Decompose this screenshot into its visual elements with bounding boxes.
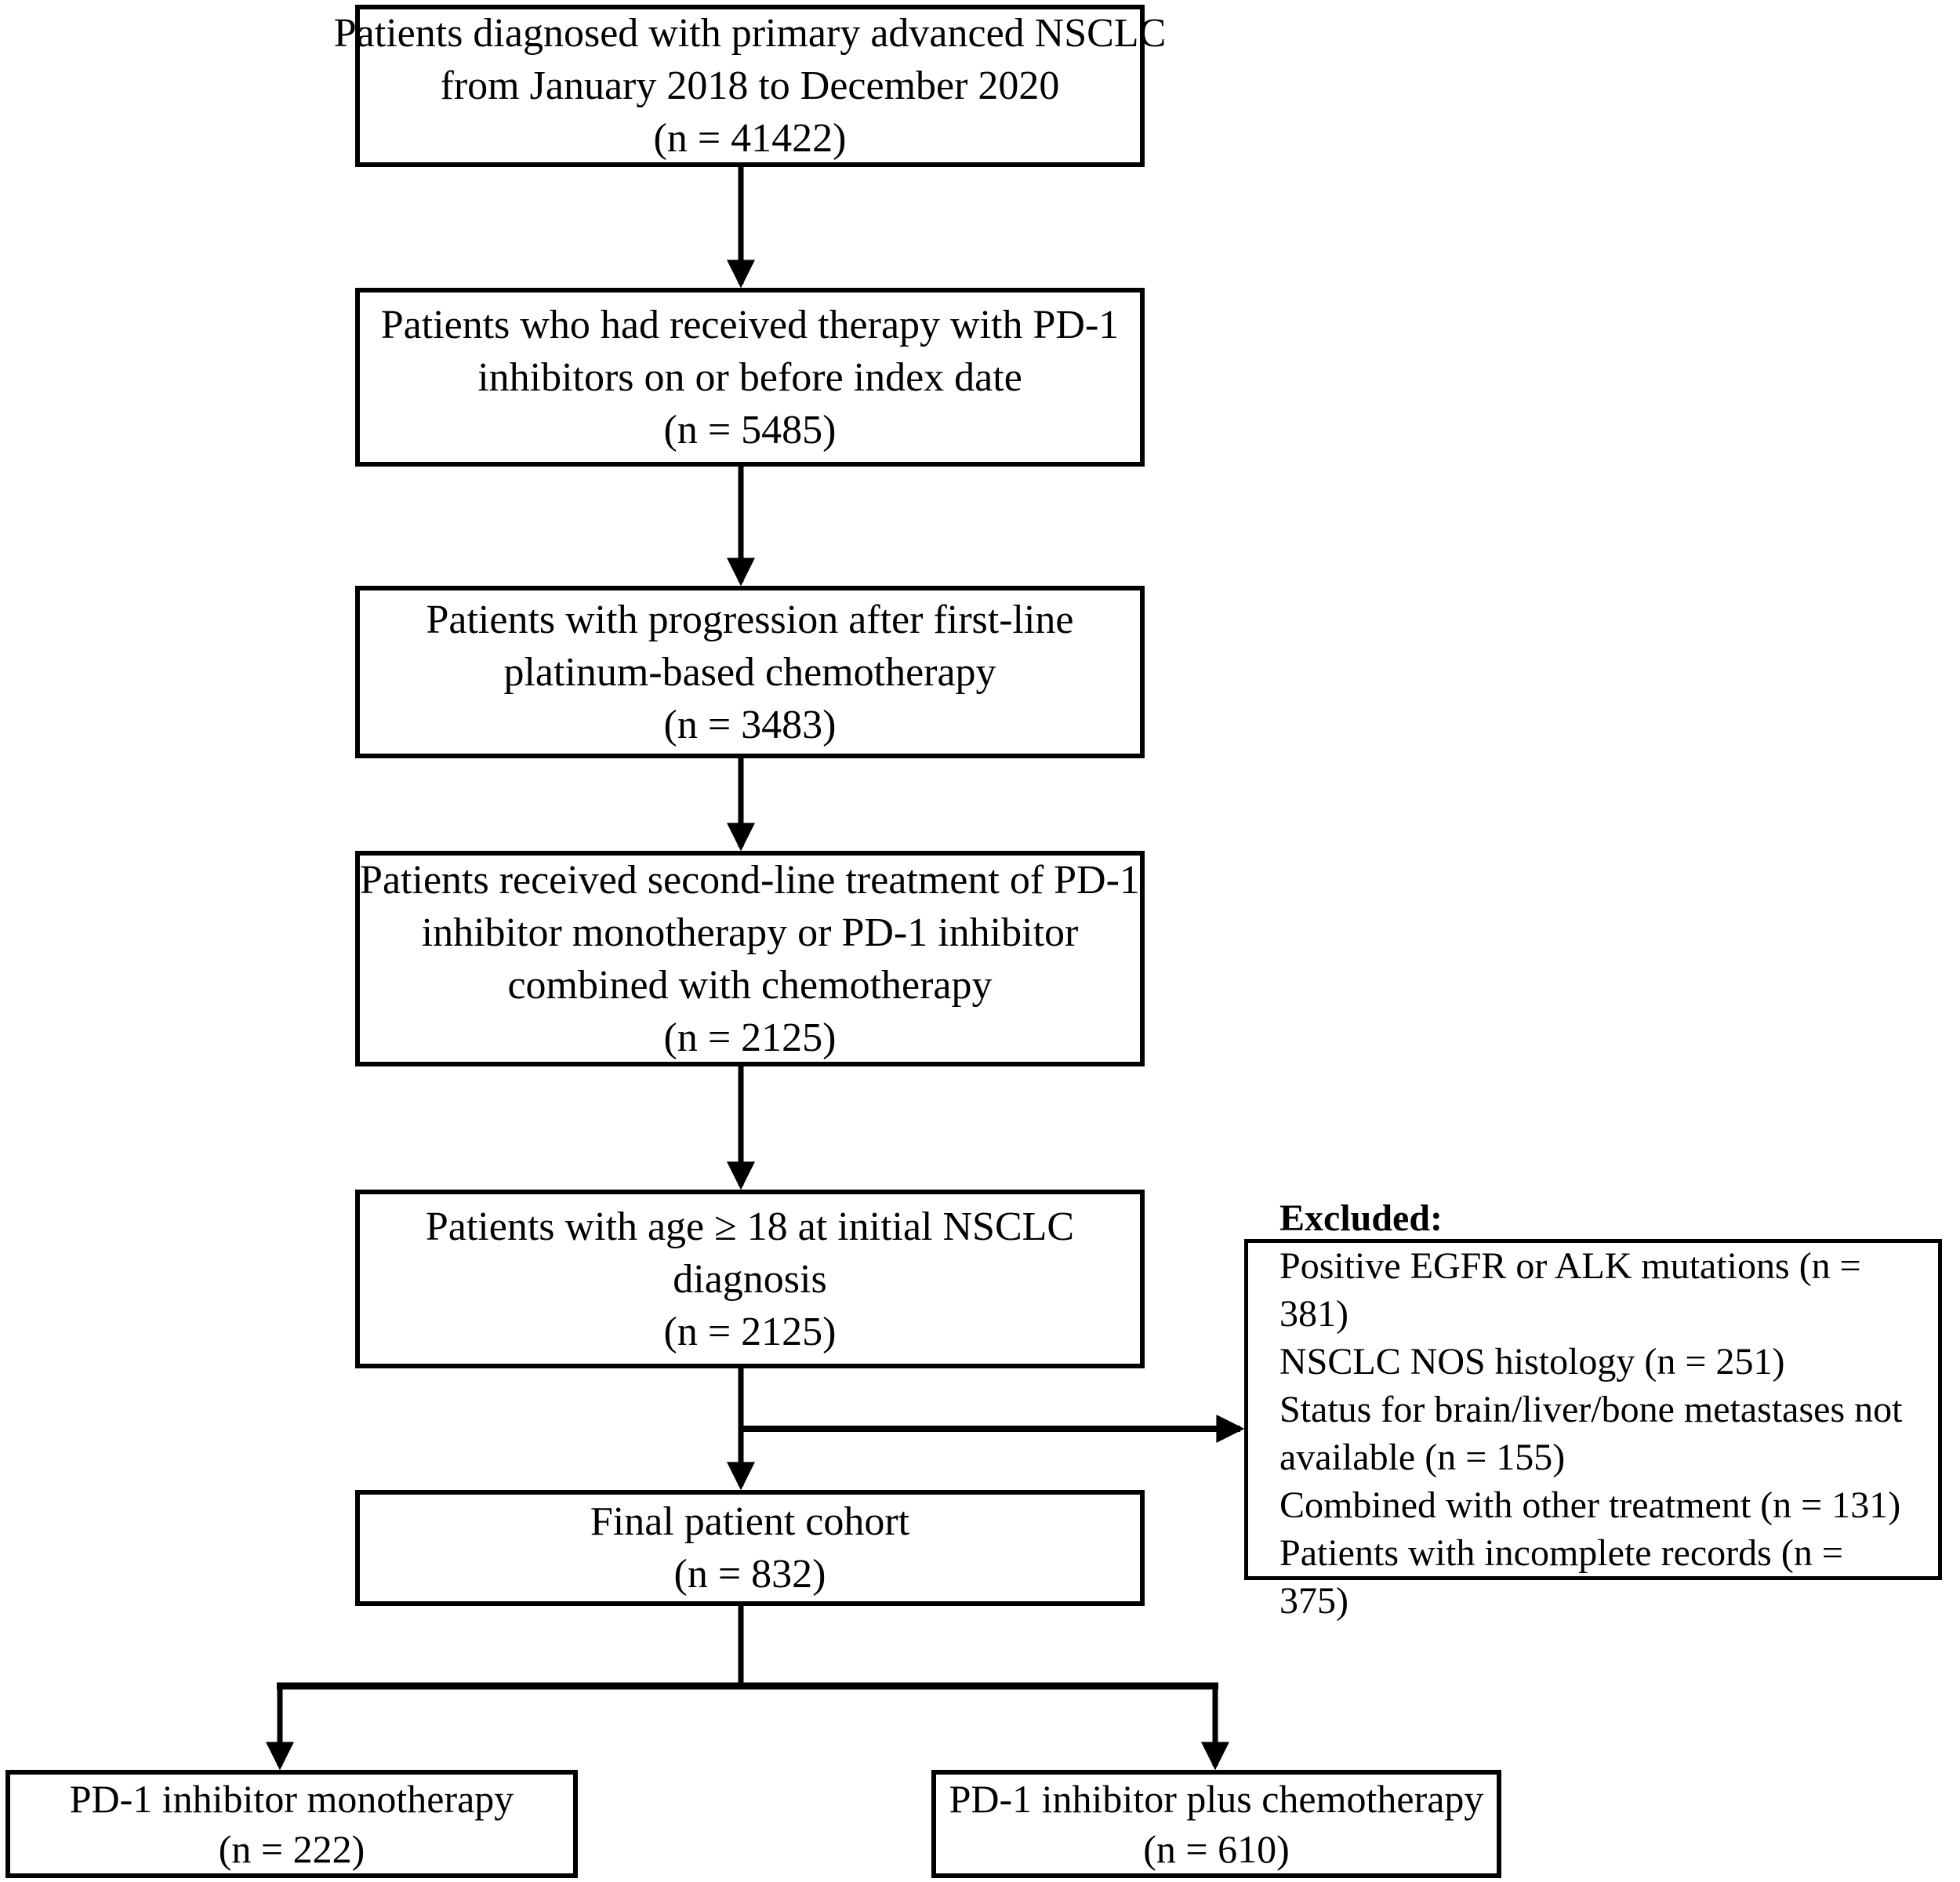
- box-text-line: Patients with progression after first-li…: [426, 597, 1074, 642]
- box-text-line: Patients received second-line treatment …: [360, 857, 1140, 903]
- box-pd1-therapy: Patients who had received therapy with P…: [355, 288, 1145, 467]
- box-age-18: Patients with age ≥ 18 at initial NSCLC …: [355, 1190, 1145, 1368]
- excluded-item: NSCLC NOS histology (n = 251): [1279, 1341, 1785, 1382]
- box-count-line: (n = 2125): [663, 1015, 837, 1060]
- box-count-line: (n = 3483): [663, 702, 837, 747]
- excluded-item: Patients with incomplete records (n = 37…: [1279, 1532, 1843, 1622]
- excluded-item: Combined with other treatment (n = 131): [1279, 1484, 1901, 1526]
- box-text-line: inhibitor monotherapy or PD-1 inhibitor: [421, 910, 1079, 955]
- box-progression: Patients with progression after first-li…: [355, 586, 1145, 758]
- box-text-line: Final patient cohort: [590, 1499, 910, 1544]
- box-count-line: (n = 832): [673, 1552, 826, 1597]
- box-excluded: Excluded: Positive EGFR or ALK mutations…: [1244, 1197, 1942, 1622]
- box-text-line: Patients who had received therapy with P…: [380, 302, 1120, 347]
- box-diagnosed-nsclc: Patients diagnosed with primary advanced…: [334, 5, 1166, 167]
- box-text-line: Patients diagnosed with primary advanced…: [333, 11, 1167, 56]
- box-text-line: diagnosis: [673, 1256, 827, 1302]
- box-text-line: platinum-based chemotherapy: [503, 649, 996, 695]
- box-count-line: (n = 5485): [663, 407, 837, 452]
- box-monotherapy: PD-1 inhibitor monotherapy (n = 222): [5, 1770, 578, 1878]
- box-combination-therapy: PD-1 inhibitor plus chemotherapy (n = 61…: [931, 1770, 1501, 1878]
- box-second-line-treatment: Patients received second-line treatment …: [355, 851, 1145, 1066]
- box-text-line: inhibitors on or before index date: [477, 354, 1022, 400]
- box-count-line: (n = 222): [218, 1827, 365, 1871]
- excluded-item: Status for brain/liver/bone metastases n…: [1279, 1389, 1903, 1478]
- box-text-line: combined with chemotherapy: [507, 962, 993, 1008]
- box-count-line: (n = 610): [1143, 1827, 1290, 1871]
- box-text-line: Patients with age ≥ 18 at initial NSCLC: [425, 1204, 1075, 1249]
- excluded-title: Excluded:: [1279, 1197, 1443, 1239]
- box-text-line: PD-1 inhibitor monotherapy: [69, 1777, 514, 1821]
- excluded-item: Positive EGFR or ALK mutations (n = 381): [1279, 1245, 1861, 1335]
- box-final-cohort: Final patient cohort (n = 832): [355, 1490, 1145, 1606]
- box-count-line: (n = 41422): [653, 116, 847, 161]
- box-count-line: (n = 2125): [663, 1309, 837, 1354]
- box-text-line: PD-1 inhibitor plus chemotherapy: [949, 1777, 1484, 1821]
- box-text-line: from January 2018 to December 2020: [440, 64, 1060, 108]
